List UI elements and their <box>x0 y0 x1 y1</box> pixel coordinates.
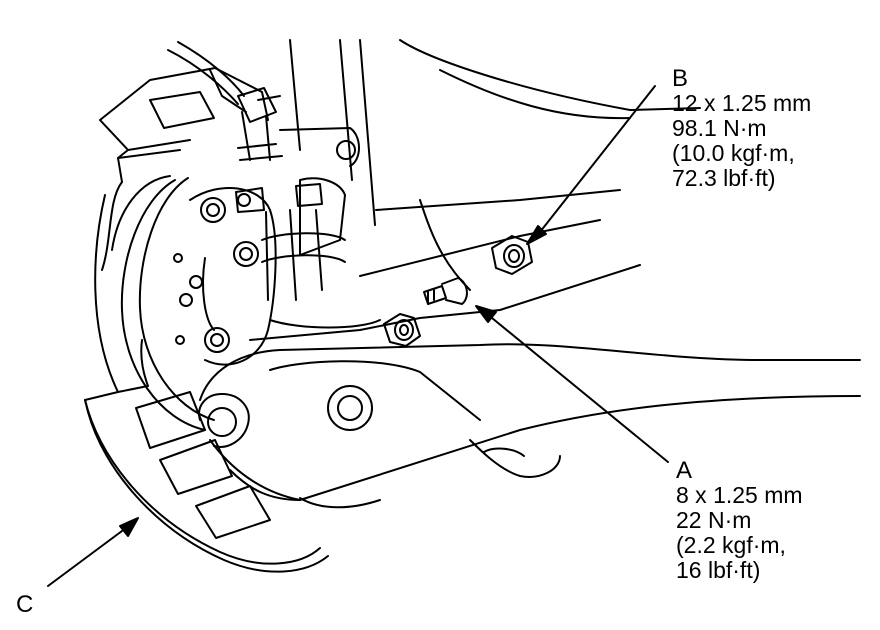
callout-b-label: B 12 x 1.25 mm 98.1 N·m (10.0 kgf·m, 72.… <box>672 66 811 191</box>
callout-b-torque-kgf: (10.0 kgf·m, <box>672 140 795 166</box>
wheel-hub <box>189 187 277 366</box>
knuckle <box>235 39 381 329</box>
brake-disc <box>120 177 215 431</box>
callout-b-torque-lbf: 72.3 lbf·ft) <box>672 165 776 191</box>
callout-b-letter: B <box>672 65 689 92</box>
callout-a-torque-nm: 22 N·m <box>676 507 752 533</box>
brake-hose <box>167 41 283 161</box>
callout-b-size: 12 x 1.25 mm <box>672 90 812 116</box>
bolt-a <box>423 277 468 305</box>
flange-nut <box>383 313 421 347</box>
callout-arrow-a <box>475 305 669 463</box>
frame-lines <box>249 39 701 341</box>
callout-arrow-b <box>526 85 656 245</box>
nut-b <box>491 235 533 275</box>
callout-a-torque-kgf: (2.2 kgf·m, <box>676 532 786 558</box>
callout-arrow-c <box>47 517 139 587</box>
callout-b-torque-nm: 98.1 N·m <box>672 115 767 141</box>
callout-a-torque-lbf: 16 lbf·ft) <box>676 557 761 583</box>
lower-arm <box>198 343 861 509</box>
callout-c-label: C <box>16 592 33 617</box>
callout-c-letter: C <box>16 591 34 618</box>
callout-a-letter: A <box>676 457 693 484</box>
splash-shield <box>84 67 329 573</box>
callout-a-size: 8 x 1.25 mm <box>676 482 803 508</box>
callout-a-label: A 8 x 1.25 mm 22 N·m (2.2 kgf·m, 16 lbf·… <box>676 458 803 583</box>
